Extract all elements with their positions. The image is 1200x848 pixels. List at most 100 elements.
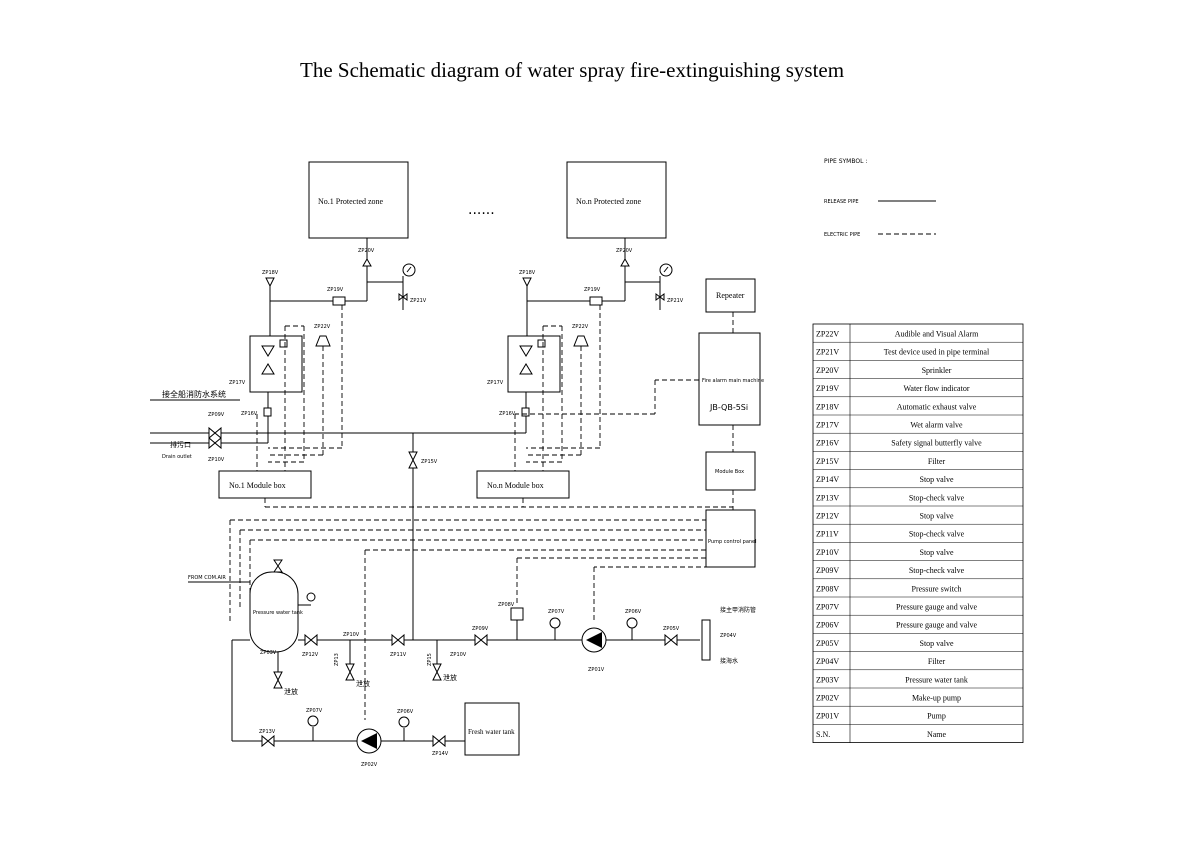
stop-check-valve-zp09v-icon [474,633,488,647]
tag-zp19v-1: ZP19V [327,287,344,293]
stop-check-valve-zp11v-icon [391,633,405,647]
legend-name-cell: Audible and Visual Alarm [895,330,979,339]
pressure-gauge-zp07v-b-icon [307,715,319,727]
stop-valve-zp12v-icon [304,633,318,647]
pressure-gauge-zp06v-icon [626,617,638,629]
zone-1-branch: ZP20V ZP21V ZP19V ZP18V ZP17V ZP22V ZP16… [229,238,427,472]
legend-name-cell: Water flow indicator [904,384,970,393]
repeater-box: Repeater [705,278,756,313]
legend-name-cell: Pressure switch [912,584,962,593]
legend-sn-cell: ZP21V [816,348,839,357]
legend-name-cell: Wet alarm valve [910,421,963,430]
legend-sn-cell: ZP07V [816,603,839,612]
tag-zp21v-n: ZP21V [667,298,684,304]
water-flow-indicator-icon [332,296,346,306]
alarm-bell-n-icon [573,335,589,347]
legend-name-cell: Filter [928,457,946,466]
module-box-1-label: No.1 Module box [229,481,286,490]
tag-zp22v-n: ZP22V [572,324,589,330]
tag-zp08v: ZP08V [498,602,515,608]
pipe-symbol-heading: PIPE SYMBOL : [824,158,867,165]
legend-name-cell: Stop valve [920,512,954,521]
legend-name-cell: Safety signal butterfly valve [891,439,982,448]
tag-zp11v: ZP11V [390,652,407,658]
protected-zone-1: No.1 Protected zone [308,161,409,239]
tag-zp07v-a: ZP07V [548,609,565,615]
pressure-water-tank: Pressure water tank FROM COM.AIR ZP03V 泄… [188,559,316,696]
sprinkler-icon [362,257,372,267]
legend-name-cell: Name [927,730,947,739]
legend-sn-cell: ZP22V [816,330,839,339]
right-pipe-note: 接主甲消防管 [720,606,756,614]
make-up-line: ZP13V ZP07V ZP02V ZP06V ZP14V [232,708,465,768]
drain-en: Drain outlet [162,454,192,460]
module-box-n-label: No.n Module box [487,481,544,490]
filter-icon [408,451,418,469]
legend-sn-cell: ZP17V [816,421,839,430]
protected-zone-1-label: No.1 Protected zone [318,197,384,206]
tag-zp20v-1: ZP20V [358,248,375,254]
wet-alarm-valve-n-box [507,335,561,393]
from-com-air-label: FROM COM.AIR [188,575,226,581]
tag-zp17v-n: ZP17V [487,380,504,386]
page-title: The Schematic diagram of water spray fir… [300,58,845,82]
tag-zp21v-1: ZP21V [410,298,427,304]
butterfly-valve-icon [263,407,272,417]
pressure-gauge-zp06v-b-icon [398,716,410,728]
sprinkler-n-icon [620,257,630,267]
legend-sn-cell: ZP01V [816,712,839,721]
tag-zp03v: ZP03V [260,650,277,656]
main-pump-line: ZP12V ZP10V 泄放 ZP13 ZP11V 泄放 ZP15 ZP10V … [231,602,756,741]
tag-zp15-a: ZP15 [427,653,433,666]
legend-sn-cell: ZP11V [816,530,839,539]
repeater-label: Repeater [716,291,745,300]
zone-n-branch: ZP20V ZP21V ZP19V ZP18V ZP17V ZP22V ZP16… [487,238,684,472]
stop-valve-zp14v-icon [432,734,446,748]
tag-zp06v-b: ZP06V [397,709,414,715]
module-box-right: Module Box [705,451,756,491]
legend-sn-cell: ZP04V [816,657,839,666]
tag-zp02v: ZP02V [361,762,378,768]
drain-valve-icon [208,436,222,450]
main-distribution-pipe: 接全船消防水系统 ZP09V 排污口 Drain outlet ZP10V ZP… [150,389,526,640]
pump-control-panel-label: Pump control panel [708,539,757,545]
release-pipe-label: RELEASE PIPE [824,199,859,205]
wet-alarm-valve-box [249,335,303,393]
legend-sn-cell: ZP10V [816,548,839,557]
tag-zp19v-n: ZP19V [584,287,601,293]
tag-zp15v: ZP15V [421,459,438,465]
tag-zp07v-b: ZP07V [306,708,323,714]
sea-water-note: 接海水 [720,657,738,665]
fire-alarm-model: JB-QB-5Si [709,403,748,412]
legend-name-cell: Stop-check valve [909,530,965,539]
legend-name-cell: Stop-check valve [909,493,965,502]
tag-zp05v: ZP05V [663,626,680,632]
wet-alarm-valve-n-icon [519,345,533,357]
tag-zp01v: ZP01V [588,667,605,673]
tag-zp09v-a: ZP09V [208,412,225,418]
pressure-water-tank-label: Pressure water tank [253,610,303,616]
legend-name-cell: Stop-check valve [909,566,965,575]
tag-zp10v-a: ZP10V [208,457,225,463]
legend-name-cell: Pressure gauge and valve [896,621,978,630]
pipe-symbol-legend: PIPE SYMBOL : RELEASE PIPE ELECTRIC PIPE [824,158,936,238]
tag-zp04v: ZP04V [720,633,737,639]
tag-zp13v: ZP13V [259,729,276,735]
water-flow-indicator-n-icon [589,296,603,306]
legend-sn-cell: S.N. [816,730,830,739]
legend-sn-cell: ZP15V [816,457,839,466]
drain-cn: 排污口 [170,440,191,449]
module-box-right-label: Module Box [715,469,744,475]
butterfly-valve-n-icon [521,407,530,417]
legend-name-cell: Sprinkler [922,366,952,375]
legend-sn-cell: ZP09V [816,566,839,575]
wet-alarm-valve-icon [261,345,275,357]
tag-zp17v-1: ZP17V [229,380,246,386]
fresh-water-tank-label: Fresh water tank [468,728,515,736]
legend-sn-cell: ZP14V [816,475,839,484]
tag-zp13-a: ZP13 [334,653,340,666]
tag-zp16v-1: ZP16V [241,411,258,417]
stop-check-valve-icon [208,426,222,440]
